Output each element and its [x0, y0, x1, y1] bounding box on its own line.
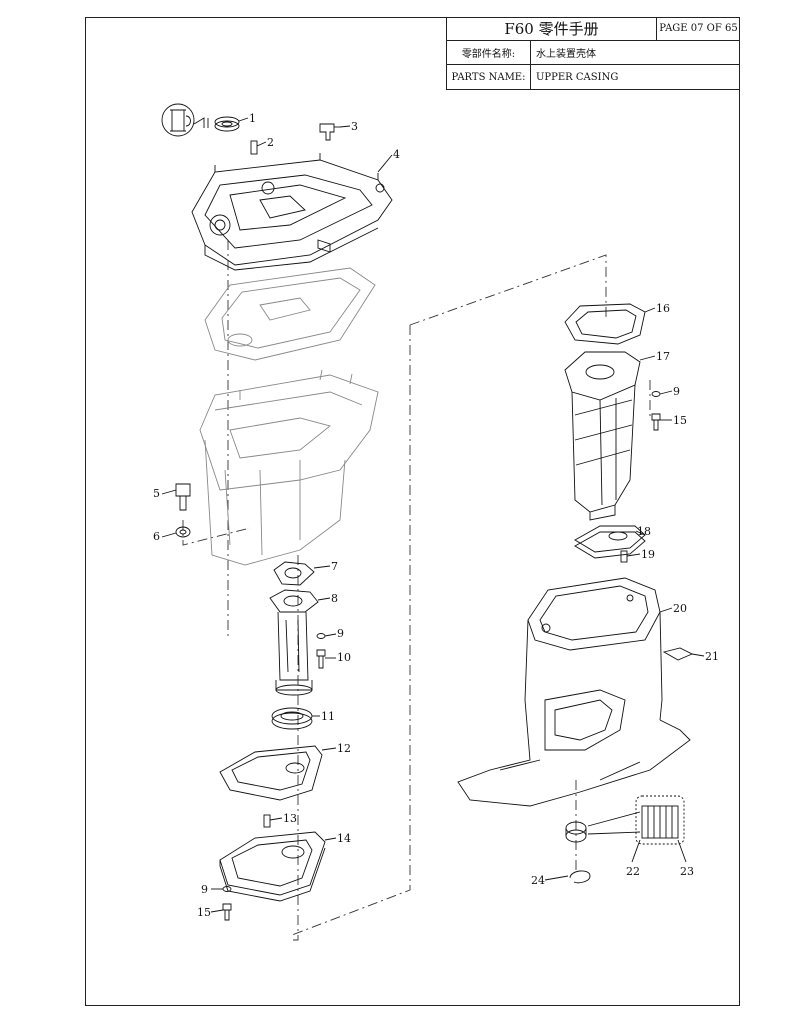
- parts-name-en-row: PARTS NAME: UPPER CASING: [447, 65, 740, 89]
- part-6-washer: [175, 526, 191, 538]
- title-block: F60 零件手册 PAGE 07 OF 65 零部件名称: 水上装置壳体 PAR…: [446, 17, 740, 90]
- part-21-anode: [662, 647, 694, 661]
- part-2-dowel-pin: [250, 140, 258, 155]
- part-9-washer-upper: [316, 633, 326, 639]
- manual-title: F60 零件手册: [447, 17, 657, 40]
- callout-24: 24: [531, 874, 545, 887]
- part-17-exhaust-chamber: [564, 351, 641, 521]
- part-9-washer-right: [651, 391, 661, 397]
- title-row: F60 零件手册 PAGE 07 OF 65: [447, 17, 740, 41]
- callout-14: 14: [337, 832, 351, 845]
- callout-labels: 1 2 3 4 5 6 7 8 9 10 11 12 13 14 9 15 16…: [153, 112, 719, 919]
- part-11-seal: [271, 707, 313, 730]
- part-12-gasket: [219, 745, 323, 801]
- callout-20: 20: [673, 602, 687, 615]
- callout-21: 21: [705, 650, 719, 663]
- part-20-upper-casing: [457, 577, 691, 807]
- callout-9-upper: 9: [337, 627, 344, 640]
- part-8-exhaust-guide: [269, 589, 319, 696]
- callout-4: 4: [393, 148, 400, 161]
- callout-15-right: 15: [673, 414, 687, 427]
- part-4-upper-plate: [191, 153, 393, 271]
- callout-2: 2: [267, 136, 274, 149]
- leader-lines: [161, 117, 705, 913]
- callout-7: 7: [331, 560, 338, 573]
- callout-6: 6: [153, 530, 160, 543]
- callout-13: 13: [283, 812, 297, 825]
- callout-11: 11: [321, 710, 335, 723]
- part-10-bolt: [316, 649, 326, 669]
- callout-16: 16: [656, 302, 670, 315]
- callout-1: 1: [249, 112, 256, 125]
- part-7-gasket: [273, 561, 315, 586]
- page-number: PAGE 07 OF 65: [659, 23, 738, 34]
- part-3-fitting: [319, 123, 340, 141]
- callout-10: 10: [337, 651, 351, 664]
- drawing-frame: [85, 17, 740, 1006]
- callout-19: 19: [641, 548, 655, 561]
- callout-15-lower: 15: [197, 906, 211, 919]
- part-22-bearing: [565, 821, 587, 843]
- part-19-pin: [620, 550, 628, 563]
- part-23-bearing-detail: [587, 795, 685, 845]
- part-13-pin: [263, 814, 271, 828]
- part-1-oil-seal: [214, 116, 240, 132]
- callout-23: 23: [680, 865, 694, 878]
- callout-18: 18: [637, 525, 651, 538]
- part-18-seal: [574, 525, 646, 559]
- callout-3: 3: [351, 120, 358, 133]
- part-14-plate: [219, 831, 326, 902]
- callout-9-right: 9: [673, 385, 680, 398]
- callout-12: 12: [337, 742, 351, 755]
- detail-inset-pin: [161, 103, 209, 137]
- ghost-powerhead-block: [199, 369, 379, 566]
- callout-5: 5: [153, 487, 160, 500]
- parts-name-cn-label: 零部件名称:: [447, 41, 531, 64]
- parts-name-en-label: PARTS NAME:: [447, 65, 531, 89]
- ghost-gasket: [204, 267, 376, 361]
- assembly-lines: [182, 240, 651, 941]
- part-16-gasket: [564, 303, 646, 345]
- part-15-bolt-right: [651, 413, 661, 431]
- callout-17: 17: [656, 350, 670, 363]
- parts-name-cn-row: 零部件名称: 水上装置壳体: [447, 41, 740, 65]
- parts-name-cn-value: 水上装置壳体: [536, 49, 596, 60]
- callout-9-lower: 9: [201, 883, 208, 896]
- callout-8: 8: [331, 592, 338, 605]
- part-15-bolt-lower: [222, 903, 232, 921]
- part-5-bolt: [175, 483, 191, 511]
- part-24-circlip: [569, 870, 591, 884]
- callout-22: 22: [626, 865, 640, 878]
- parts-name-en-value: UPPER CASING: [536, 71, 619, 83]
